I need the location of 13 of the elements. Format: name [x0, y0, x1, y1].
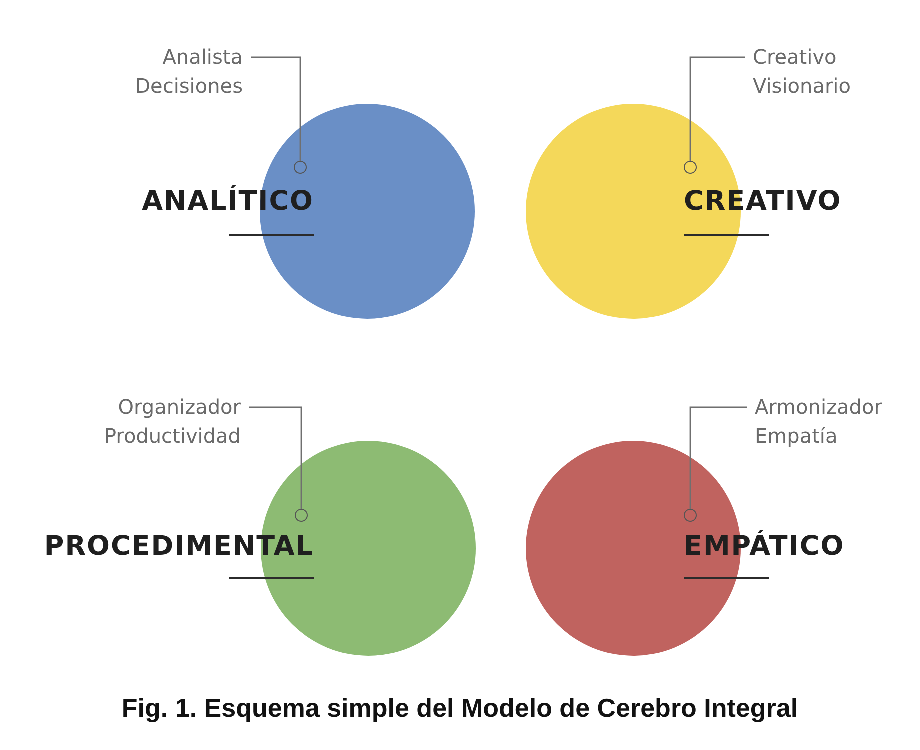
- leader-line: [690, 56, 745, 161]
- figure-caption: Fig. 1. Esquema simple del Modelo de Cerebro Integral: [120, 693, 800, 724]
- ring-icon: [295, 509, 308, 522]
- leader-line: [690, 406, 747, 509]
- callout-text: Creativo Visionario: [753, 43, 851, 101]
- leader-line: [249, 406, 302, 509]
- callout-text: Armonizador Empatía: [755, 393, 882, 451]
- ring-icon: [294, 161, 307, 174]
- callout-text: Organizador Productividad: [104, 393, 241, 451]
- ring-icon: [684, 161, 697, 174]
- leader-line: [251, 56, 302, 161]
- callout-text: Analista Decisiones: [135, 43, 243, 101]
- ring-icon: [684, 509, 697, 522]
